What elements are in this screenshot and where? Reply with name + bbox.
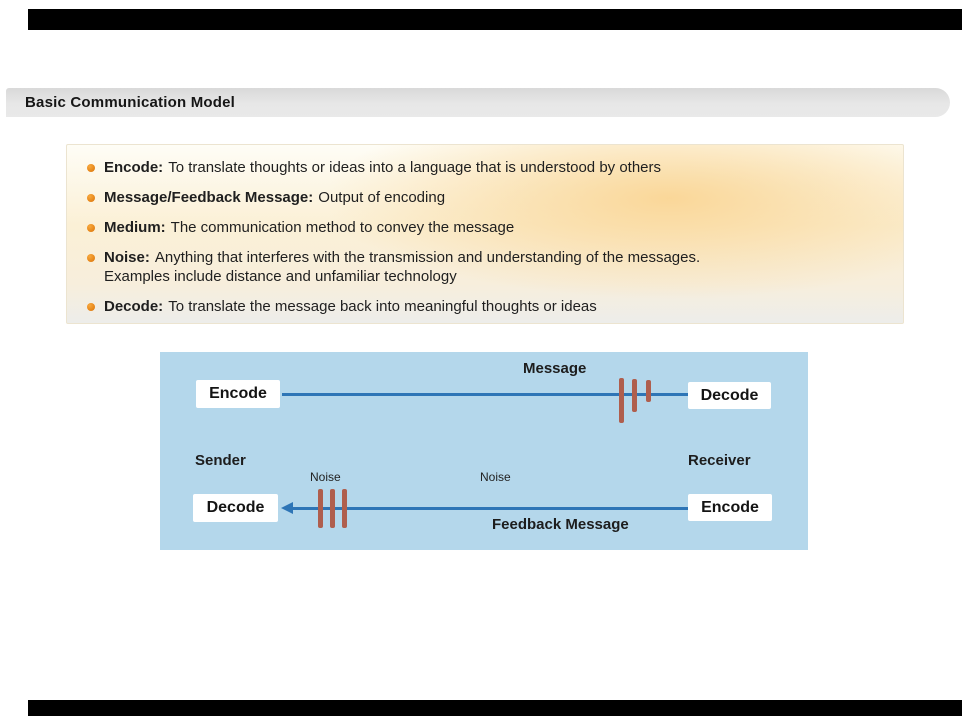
bullet-icon <box>87 194 95 202</box>
feedback-arrow-line <box>293 507 689 510</box>
list-item-noise: Noise:Anything that interferes with the … <box>87 248 885 286</box>
list-item-text: Encode:To translate thoughts or ideas in… <box>104 158 661 177</box>
term-definition: The communication method to convey the m… <box>170 219 515 236</box>
message-label: Message <box>523 360 587 377</box>
communication-model-diagram: Message Encode Decode Sender Receiver No… <box>160 352 808 550</box>
list-item-text: Message/Feedback Message:Output of encod… <box>104 188 445 207</box>
noise-mark-icon <box>632 379 637 412</box>
bullet-icon <box>87 164 95 172</box>
term-definition: To translate thoughts or ideas into a la… <box>168 159 662 176</box>
noise-mark-icon <box>318 489 323 528</box>
message-arrow-line <box>282 393 734 396</box>
list-item-text: Noise:Anything that interferes with the … <box>104 248 700 286</box>
term-label: Encode: <box>104 159 164 176</box>
list-item-text: Medium:The communication method to conve… <box>104 218 514 237</box>
noise-mark-icon <box>342 489 347 528</box>
decode-box-bottom: Decode <box>193 494 278 522</box>
list-item-encode: Encode:To translate thoughts or ideas in… <box>87 158 885 177</box>
list-item-message: Message/Feedback Message:Output of encod… <box>87 188 885 207</box>
encode-box-bottom-label: Encode <box>701 498 759 516</box>
decode-box-top-label: Decode <box>700 386 759 404</box>
list-item-decode: Decode:To translate the message back int… <box>87 297 885 316</box>
sender-label: Sender <box>195 452 246 469</box>
letterbox-bottom-bar <box>28 700 962 716</box>
encode-box-bottom: Encode <box>688 494 772 521</box>
bullet-icon <box>87 224 95 232</box>
receiver-label: Receiver <box>688 452 751 469</box>
slide-header-bar: Basic Communication Model <box>6 88 950 117</box>
noise-label-middle: Noise <box>480 470 511 484</box>
decode-box-bottom-label: Decode <box>206 499 265 516</box>
term-definition: Anything that interferes with the transm… <box>154 249 701 266</box>
page-title: Basic Communication Model <box>25 94 236 111</box>
term-label: Message/Feedback Message: <box>104 189 314 206</box>
noise-mark-icon <box>619 378 624 423</box>
list-item-text: Decode:To translate the message back int… <box>104 297 597 316</box>
term-definition: Output of encoding <box>318 189 446 206</box>
letterbox-top-bar <box>28 9 962 30</box>
noise-mark-icon <box>646 380 651 402</box>
term-label: Noise: <box>104 249 150 266</box>
bullet-icon <box>87 254 95 262</box>
term-label: Decode: <box>104 298 164 315</box>
encode-box-top: Encode <box>196 380 280 408</box>
encode-box-top-label: Encode <box>209 385 267 402</box>
definitions-panel: Encode:To translate thoughts or ideas in… <box>66 144 904 324</box>
decode-box-top: Decode <box>688 382 771 409</box>
term-definition: To translate the message back into meani… <box>168 298 597 315</box>
noise-mark-icon <box>330 489 335 528</box>
feedback-message-label: Feedback Message <box>492 516 629 533</box>
bullet-icon <box>87 303 95 311</box>
noise-label-left: Noise <box>310 470 341 484</box>
list-item-medium: Medium:The communication method to conve… <box>87 218 885 237</box>
term-definition-line2: Examples include distance and unfamiliar… <box>104 268 457 285</box>
feedback-arrowhead-icon <box>281 502 293 514</box>
term-label: Medium: <box>104 219 166 236</box>
